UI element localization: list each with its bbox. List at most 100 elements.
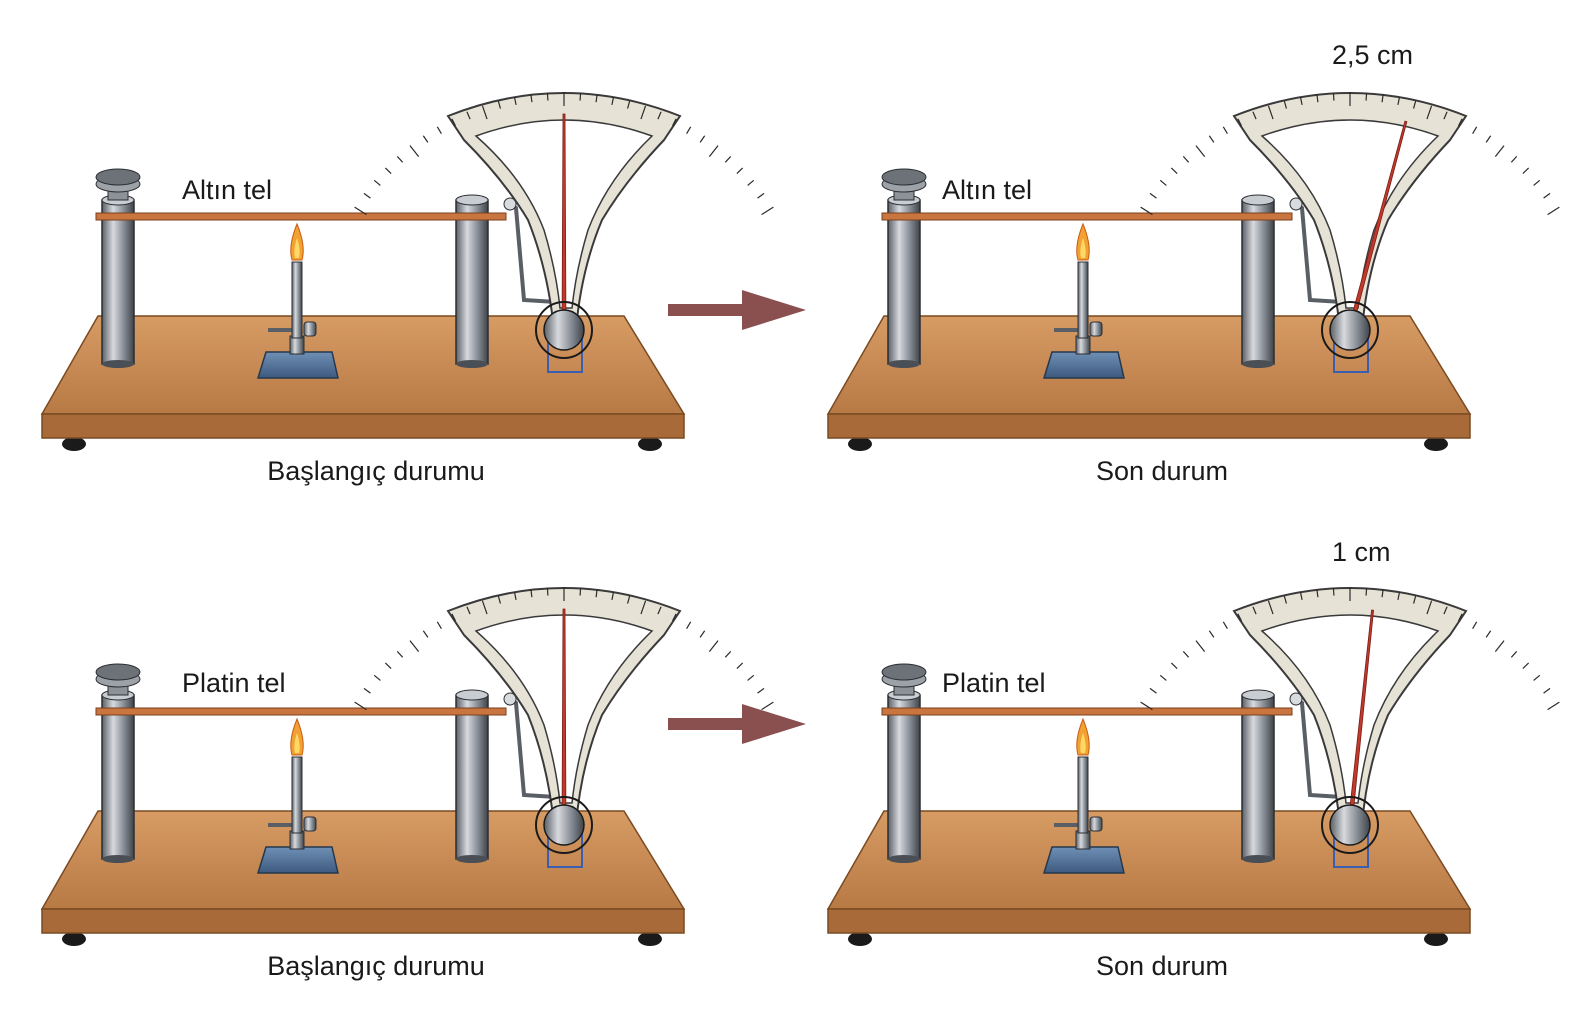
burner-base xyxy=(1042,351,1125,379)
apparatus-drawing xyxy=(826,92,1560,451)
scale-tick xyxy=(1316,94,1319,103)
wire-label: Platin tel xyxy=(182,668,286,698)
panel-platinum-start: Platin tel Başlangıç durumu xyxy=(36,535,774,1005)
state-caption: Son durum xyxy=(1095,456,1229,486)
right-post-top xyxy=(1241,194,1275,206)
apparatus-drawing xyxy=(40,587,774,946)
pointer-needle-group xyxy=(561,113,567,331)
scale-tick xyxy=(757,192,765,199)
panel-gold-start: Altın tel Başlangıç durumu xyxy=(36,40,774,510)
scale-tick xyxy=(747,674,755,681)
gas-inlet xyxy=(268,328,296,332)
burner-tube xyxy=(291,261,303,339)
scale-tick xyxy=(1494,640,1505,652)
burner-collar xyxy=(289,830,305,850)
scale-tick xyxy=(1412,100,1417,109)
pivot-ring xyxy=(1321,796,1379,854)
scale-tick xyxy=(686,621,692,629)
scale-tick xyxy=(671,118,677,127)
pivot-ring xyxy=(1321,301,1379,359)
scale-tick xyxy=(1332,92,1335,101)
table-edge xyxy=(41,908,685,934)
flame-core xyxy=(294,238,300,258)
right-post-top xyxy=(455,689,489,701)
scale-tick xyxy=(1510,155,1518,163)
scale-tick xyxy=(657,111,662,120)
left-post-bottom xyxy=(888,855,920,863)
gas-inlet xyxy=(1054,823,1082,827)
measurement-label: 2,5 cm xyxy=(1332,40,1414,70)
lever-pivot xyxy=(503,197,517,211)
scale-tick xyxy=(1457,118,1463,127)
left-post xyxy=(887,694,921,860)
right-post xyxy=(1241,199,1275,365)
gas-valve xyxy=(303,816,317,832)
burner-tube xyxy=(1077,261,1089,339)
flame-core xyxy=(294,733,300,753)
scale-tick xyxy=(1149,192,1157,199)
pivot-drum xyxy=(543,309,585,351)
right-post-top xyxy=(1241,689,1275,701)
scale-tick xyxy=(354,701,367,711)
scale-tick xyxy=(1332,587,1335,596)
scale-tick xyxy=(530,589,533,598)
scale-tick xyxy=(513,591,517,600)
right-post-top xyxy=(455,194,489,206)
scale-tick xyxy=(1397,96,1401,105)
scale-tick xyxy=(466,111,471,120)
scale-tick xyxy=(1159,179,1167,186)
scale-tick xyxy=(1472,126,1478,134)
panel-gold-end: Altın tel Son durum 2,5 cm xyxy=(822,40,1560,510)
pivot-drum xyxy=(1329,804,1371,846)
table-top xyxy=(40,315,686,415)
scale-tick xyxy=(626,100,631,109)
burner-tube xyxy=(291,756,303,834)
scale-tick xyxy=(1299,96,1303,105)
scale-tick xyxy=(546,92,549,101)
lever-pivot xyxy=(1289,197,1303,211)
scale-tick xyxy=(363,192,371,199)
apparatus-drawing xyxy=(826,587,1560,946)
pivot-drum xyxy=(543,804,585,846)
scale-tick xyxy=(422,135,429,143)
scale-tick xyxy=(671,613,677,622)
scale-tick xyxy=(546,587,549,596)
scale-tick xyxy=(497,100,502,109)
scale-tick xyxy=(1472,621,1478,629)
burner-collar xyxy=(289,335,305,355)
scale-tick xyxy=(373,179,381,186)
gas-inlet xyxy=(268,823,296,827)
scale-tick xyxy=(354,206,367,216)
panel-platinum-end: Platin tel Son durum 1 cm xyxy=(822,535,1560,1005)
table-foot xyxy=(1424,437,1448,451)
right-post xyxy=(455,694,489,860)
scale-tick xyxy=(1170,167,1178,174)
scale-tick xyxy=(373,674,381,681)
scale-tick xyxy=(1195,640,1206,652)
scale-tick xyxy=(640,105,647,120)
burner-base xyxy=(256,846,339,874)
wire-label: Platin tel xyxy=(942,668,1046,698)
scale-tick xyxy=(708,145,719,157)
measurement-label: 1 cm xyxy=(1332,537,1391,567)
scale-tick xyxy=(1195,145,1206,157)
right-post xyxy=(455,199,489,365)
scale-tick xyxy=(1267,600,1274,615)
scale-tick xyxy=(1443,111,1448,120)
scale-tick xyxy=(1182,155,1190,163)
metal-wire xyxy=(881,707,1293,716)
clamp-knob-top xyxy=(881,168,927,186)
scale-tick xyxy=(1485,135,1492,143)
right-post-bottom xyxy=(456,360,488,368)
table-foot xyxy=(62,437,86,451)
table-edge xyxy=(827,908,1471,934)
scale-tick xyxy=(384,662,392,669)
scale-tick xyxy=(626,595,631,604)
scale-tick xyxy=(724,155,732,163)
scale-tick xyxy=(1494,145,1505,157)
pivot-drum xyxy=(1329,309,1371,351)
scale-tick xyxy=(1182,650,1190,658)
scale-tick xyxy=(396,155,404,163)
scale-tick xyxy=(1365,92,1368,101)
